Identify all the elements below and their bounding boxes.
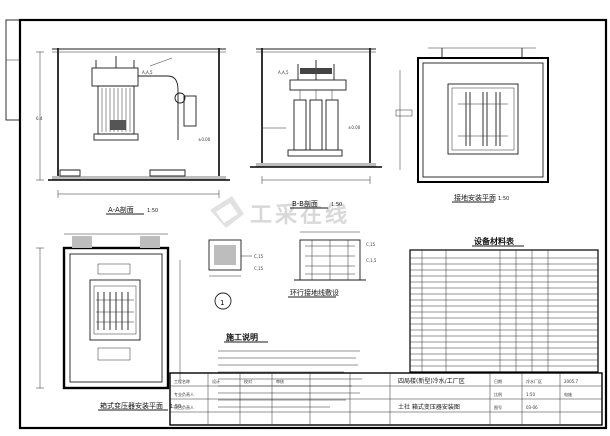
section-b-view: A,A,5 ±0.00 B-B剖面 1:50 <box>250 48 382 209</box>
tb-value-4: 03-06 <box>526 405 538 410</box>
detail-1-dim-b: C,15 <box>254 266 264 271</box>
section-a-dim-label: A,A,5 <box>142 70 153 75</box>
grounding-plan-title: 接地安装平面 <box>454 193 496 202</box>
company-logo-icon <box>210 196 244 228</box>
detail-1-label: 1 <box>220 299 224 307</box>
construction-notes: 施工说明 <box>218 332 362 408</box>
tb-label-7: 比例 <box>494 391 502 397</box>
grounding-plan-view: 接地安装平面 1:50 <box>395 47 549 203</box>
section-b-title: B-B剖面 <box>292 199 318 208</box>
tb-value-0: 冷水厂区 <box>526 378 542 384</box>
cable-tray-view: C,15 C,1,5 环行接地线敷设 <box>288 231 377 298</box>
materials-title: 设备材料表 <box>474 236 515 246</box>
tb-label-0: 工程名称 <box>174 378 190 384</box>
detail-1-dim-a: C,15 <box>254 254 264 259</box>
tb-value-2: 1:50 <box>526 392 535 397</box>
tb-label-6: 日期 <box>494 378 502 384</box>
section-a-height: 6.4 <box>36 116 43 121</box>
title-block: 四局楼(新型)冷水/工厂区 土社 箱式变压器安装图 工程名称 设计 校对 审核 … <box>169 372 603 426</box>
notes-title: 施工说明 <box>226 332 258 342</box>
section-b-dim-label: A,A,5 <box>278 70 289 75</box>
watermark-text: 工采在线 <box>250 202 350 228</box>
transformer-a <box>91 56 139 141</box>
grounding-plan-scale: 1:50 <box>498 196 509 202</box>
tb-value-1: 2005.7 <box>564 379 578 384</box>
section-b-level: ±0.00 <box>348 125 361 130</box>
section-a-title: A-A剖面 <box>108 205 134 214</box>
tb-label-1: 设计 <box>212 378 220 384</box>
detail-1-view: C,15 C,15 1 <box>208 239 264 310</box>
transformer-plan-title: 箱式变压器安装平面 <box>100 401 163 410</box>
materials-rows <box>410 257 598 367</box>
tb-label-2: 校对 <box>244 378 252 384</box>
section-a-scale: 1:50 <box>147 208 158 214</box>
tb-label-3: 审核 <box>276 378 284 384</box>
cable-tray-label-a: C,15 <box>366 242 376 247</box>
tb-label-5: 项目负责人 <box>174 404 194 410</box>
cable-tray-label-b: C,1,5 <box>366 258 377 263</box>
tb-label-4: 专业负责人 <box>174 391 194 397</box>
transformer-plan-scale: 1:50 <box>170 404 181 410</box>
transformer-plan-view: 箱式变压器安装平面 1:50 <box>36 233 181 411</box>
section-a-view: A,A,5 ±0.00 6.4 A-A剖面 1:50 <box>36 48 230 215</box>
tb-value-3: 电施 <box>564 391 572 397</box>
watermark: 工采在线 <box>210 196 350 228</box>
section-b-scale: 1:50 <box>331 202 342 208</box>
transformer-b <box>287 60 347 157</box>
drawing-title: 土社 箱式变压器安装图 <box>398 403 460 411</box>
section-a-level: ±0.00 <box>198 137 211 142</box>
cable-tray-title: 环行接地线敷设 <box>290 288 339 297</box>
tb-label-8: 图号 <box>494 404 502 410</box>
drawing-frame <box>5 18 608 430</box>
project-name: 四局楼(新型)冷水/工厂区 <box>398 377 465 385</box>
materials-table: 设备材料表 <box>409 236 599 373</box>
